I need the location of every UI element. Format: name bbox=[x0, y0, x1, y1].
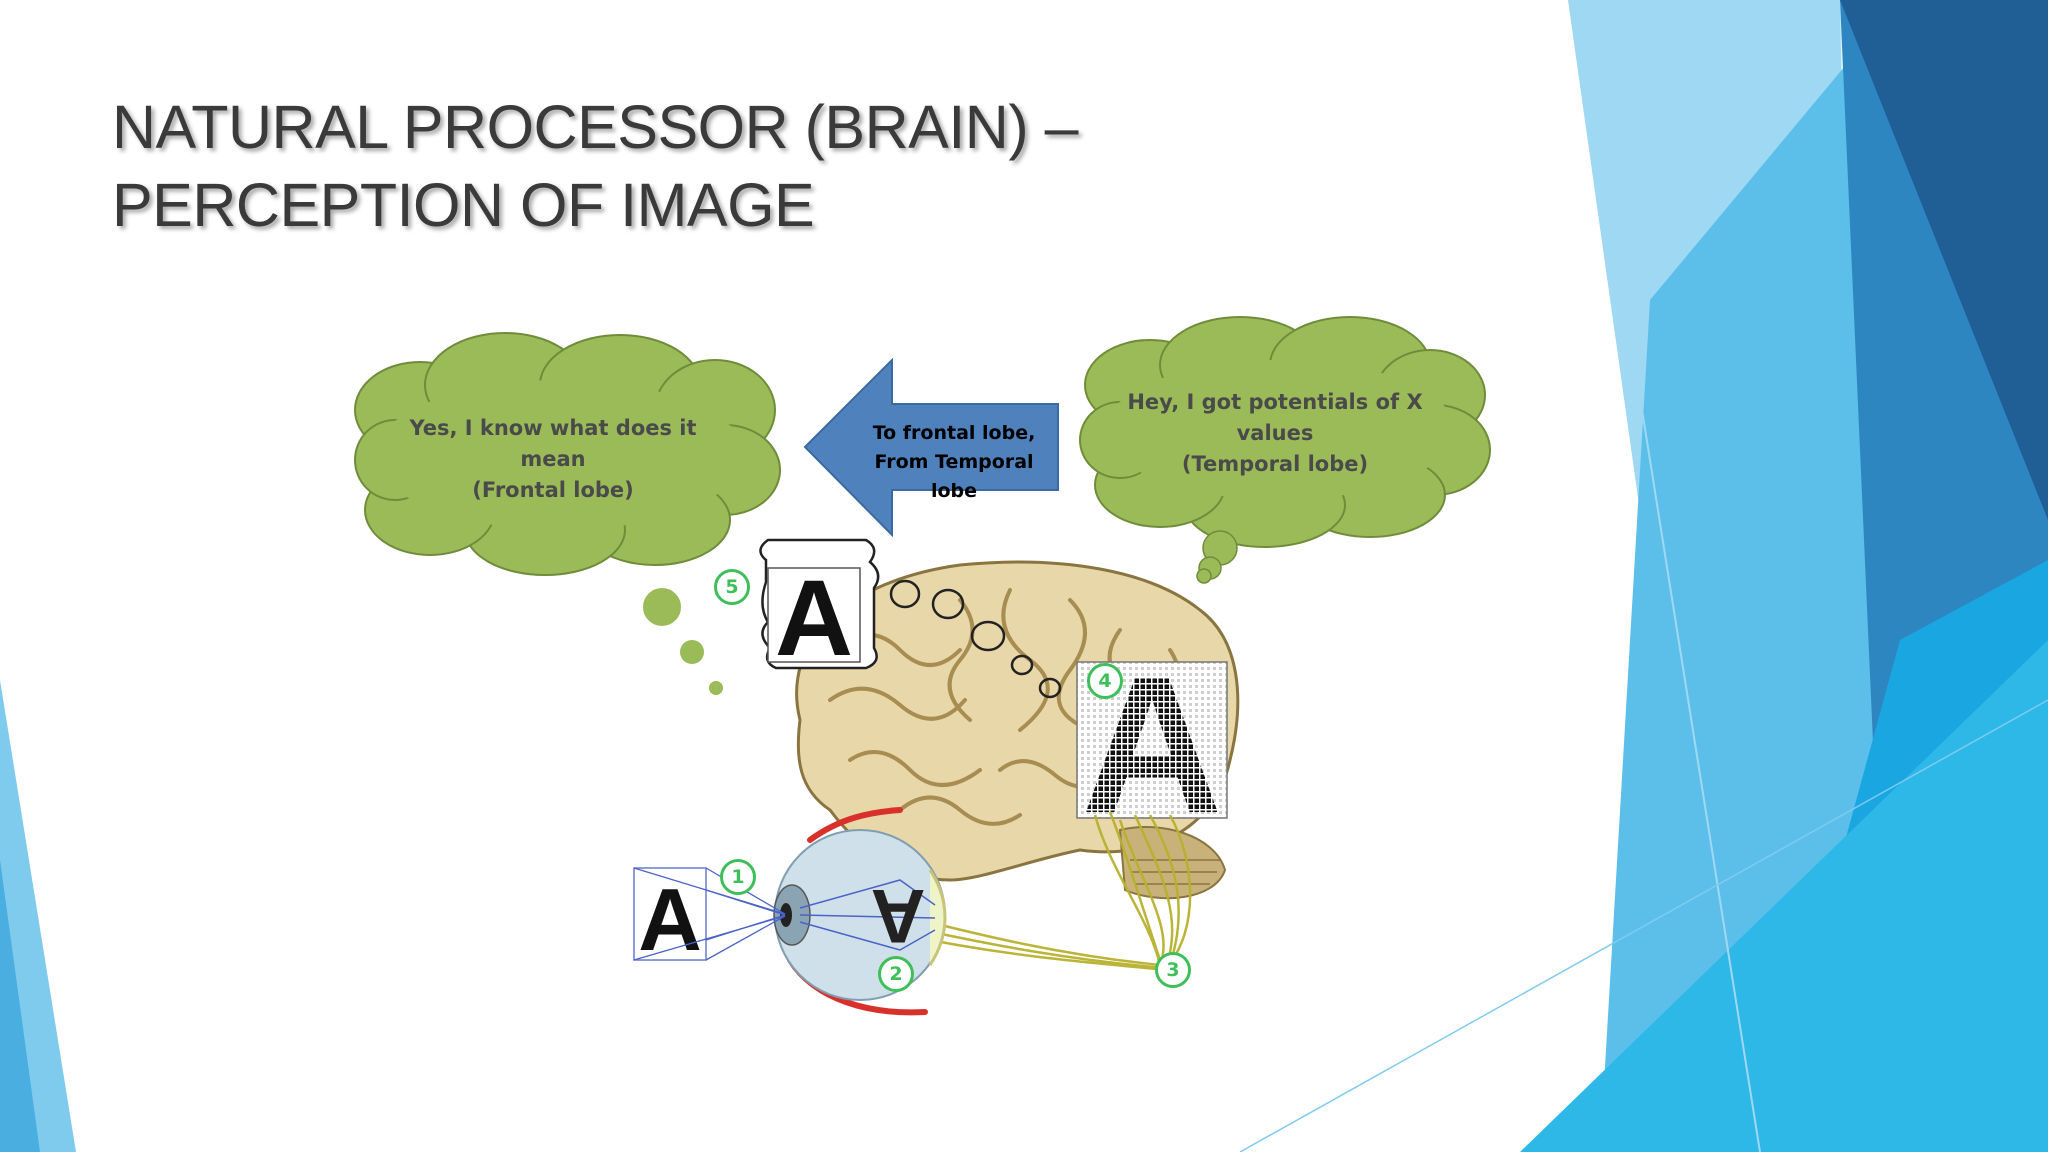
source-image: A bbox=[633, 867, 786, 969]
direction-arrow-shape bbox=[803, 357, 1059, 538]
slide-title: NATURAL PROCESSOR (BRAIN) – PERCEPTION O… bbox=[112, 93, 1079, 239]
thought-chain-ovals bbox=[889, 579, 1062, 699]
step-4-badge: 4 bbox=[1087, 663, 1123, 699]
frontal-lobe-text: Yes, I know what does it mean (Frontal l… bbox=[409, 416, 697, 502]
step-3-badge: 3 bbox=[1155, 952, 1191, 988]
letter-a-perceived: A bbox=[775, 557, 853, 678]
temporal-lobe-cloud bbox=[1079, 316, 1491, 548]
step-1-badge: 1 bbox=[720, 859, 756, 895]
frontal-lobe-cloud bbox=[354, 332, 781, 576]
perceived-image-box: A bbox=[759, 538, 880, 678]
arrow-label: To frontal lobe, From Temporal lobe bbox=[872, 422, 1036, 502]
temporal-lobe-text: Hey, I got potentials of X values (Tempo… bbox=[1127, 390, 1423, 476]
frontal-thought-bubbles bbox=[641, 586, 725, 697]
temporal-thought-bubbles bbox=[1196, 530, 1238, 584]
letter-a-source: A bbox=[638, 870, 702, 969]
letter-a-inverted: A bbox=[871, 873, 926, 958]
step-5-badge: 5 bbox=[714, 569, 750, 605]
step-2-badge: 2 bbox=[878, 956, 914, 992]
